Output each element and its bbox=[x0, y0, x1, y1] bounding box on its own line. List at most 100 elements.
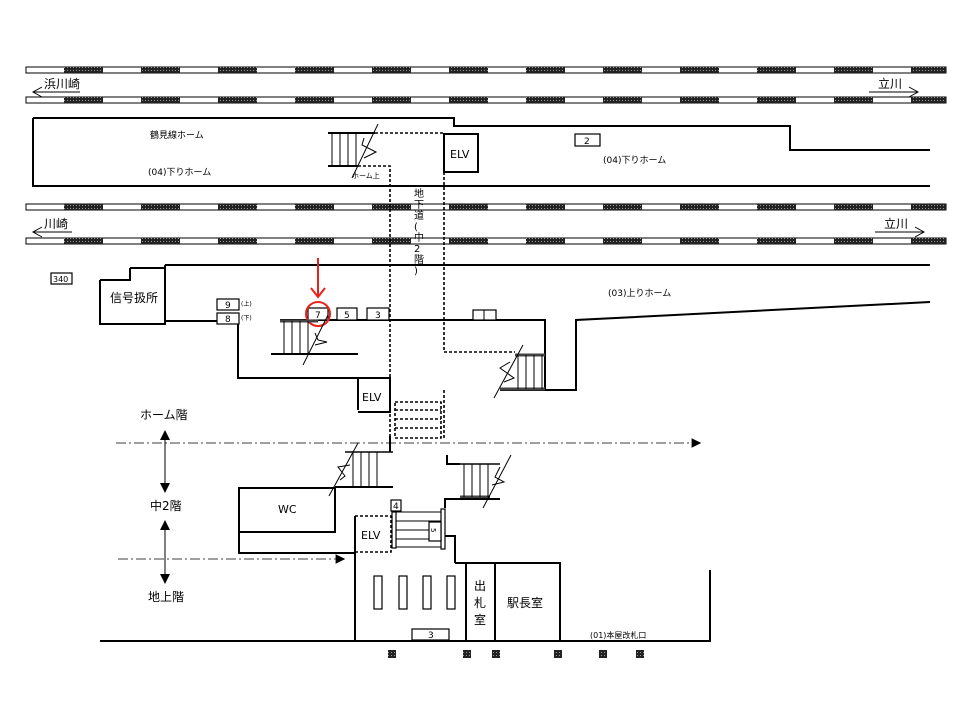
rail-tie-segment bbox=[141, 204, 180, 210]
number-box-2 bbox=[574, 133, 601, 147]
up-platform-03-label: (03)上りホーム bbox=[608, 288, 671, 299]
rail-tie-segment bbox=[757, 67, 796, 73]
rail-tie-segment bbox=[372, 67, 411, 73]
entrance-markers bbox=[388, 650, 644, 658]
stairs-mezzanine-left bbox=[328, 436, 393, 497]
number-box-4-label: 4 bbox=[393, 502, 399, 512]
underpass-left-wall bbox=[358, 165, 391, 436]
direction-label: 立川 bbox=[884, 216, 908, 231]
down-platform-04-label-right: (04)下りホーム bbox=[603, 155, 666, 166]
highlight-arrow-head bbox=[310, 287, 326, 299]
signal-cabin-label: 信号扱所 bbox=[110, 291, 158, 305]
entrance-marker bbox=[599, 650, 607, 658]
mezz-right-wall bbox=[445, 535, 456, 563]
wc-lower-wall bbox=[238, 532, 355, 554]
down-platform-04-label: (04)下りホーム bbox=[148, 167, 211, 178]
rail-tie-segment bbox=[372, 238, 411, 244]
rail-tie-segment bbox=[64, 67, 103, 73]
ticket-office-vertical-label: 出札室 bbox=[474, 579, 486, 627]
rail-tie-segment bbox=[911, 67, 946, 73]
number-box-5-small-label: 5 bbox=[429, 528, 437, 532]
rail-tie-segment bbox=[526, 238, 565, 244]
rail-tie-segment bbox=[218, 97, 257, 103]
rail-tie-segment bbox=[449, 204, 488, 210]
rail-tie-segment bbox=[757, 238, 796, 244]
wc-room bbox=[238, 487, 336, 533]
number-box-340 bbox=[50, 272, 73, 285]
number-box-4 bbox=[390, 499, 402, 512]
ground-floor-base bbox=[355, 570, 711, 642]
gate-label: (01)本屋改札口 bbox=[590, 630, 646, 640]
wc-label: WC bbox=[278, 503, 297, 516]
rail-tie-segment bbox=[295, 67, 334, 73]
station-master-label: 駅長室 bbox=[507, 595, 543, 610]
stair-note-label: ホーム上 bbox=[352, 171, 380, 180]
highlight-circle bbox=[305, 301, 331, 327]
number-box-3-bottom bbox=[411, 628, 450, 641]
rail-tie-segment bbox=[834, 67, 873, 73]
level-label-home: ホーム階 bbox=[140, 407, 188, 422]
rail-tie-segment bbox=[218, 204, 257, 210]
ticket-office-label: 出札室 bbox=[474, 579, 486, 627]
elevator-label: ELV bbox=[361, 529, 381, 542]
stairs-mezzanine-right bbox=[446, 454, 512, 509]
number-box-5-label: 5 bbox=[344, 311, 350, 321]
stairs-04-platform bbox=[328, 123, 379, 179]
platform-03-right-edge bbox=[500, 301, 931, 391]
number-box-9-label: 9 bbox=[225, 301, 231, 311]
rail-tie-segment bbox=[680, 97, 719, 103]
elevator-label: ELV bbox=[450, 148, 470, 161]
number-box-340-label: 340 bbox=[53, 275, 68, 284]
rail-tie-segment bbox=[680, 67, 719, 73]
rail-tie-segment bbox=[218, 67, 257, 73]
stairs-03-right bbox=[493, 344, 545, 399]
level-label-ground: 地上階 bbox=[148, 589, 184, 604]
rail-tie-segment bbox=[680, 204, 719, 210]
direction-label: 浜川崎 bbox=[44, 77, 80, 91]
rail-tie-segment bbox=[295, 204, 334, 210]
elevator-03 bbox=[358, 377, 391, 413]
rail-tie-segment bbox=[218, 238, 257, 244]
rail-tie-segment bbox=[834, 97, 873, 103]
rail-tie-segment bbox=[911, 97, 946, 103]
direction-top-left: 浜川崎 bbox=[31, 77, 80, 98]
stairs-03-left bbox=[271, 314, 358, 366]
rail-tie-segment bbox=[757, 97, 796, 103]
number-box-8 bbox=[216, 312, 240, 325]
rail-tie-segment bbox=[757, 204, 796, 210]
level-label-mezzanine: 中2階 bbox=[150, 498, 182, 513]
signal-cabin bbox=[99, 268, 166, 325]
rail-tie-segment bbox=[603, 238, 642, 244]
rail-tie-segment bbox=[295, 238, 334, 244]
rail-tie-segment bbox=[834, 238, 873, 244]
rail-tie-segment bbox=[295, 97, 334, 103]
number-box-5 bbox=[336, 307, 358, 321]
mezz-right-wall-top bbox=[444, 498, 500, 508]
number-box-7-label: 7 bbox=[315, 311, 321, 321]
rail-tie-segment bbox=[449, 67, 488, 73]
rail-tie-segment bbox=[141, 97, 180, 103]
rail-tie-segment bbox=[526, 204, 565, 210]
number-box-8-note: (下) bbox=[241, 315, 252, 322]
stairs-to-ground: 5 bbox=[391, 508, 446, 550]
number-box-3-label: 3 bbox=[375, 311, 381, 321]
number-box-3 bbox=[366, 307, 390, 321]
rail-tie-segment bbox=[911, 204, 946, 210]
rail-tie-segment bbox=[680, 238, 719, 244]
rail-tie-segment bbox=[372, 97, 411, 103]
platform-04-outline bbox=[32, 118, 930, 187]
entrance-marker bbox=[463, 650, 471, 658]
number-box-9-note: (上) bbox=[241, 300, 252, 308]
signal-roof bbox=[130, 265, 166, 269]
rail-tie-segment bbox=[603, 204, 642, 210]
platform-03-left-wall bbox=[165, 320, 359, 410]
rail-tie-segment bbox=[603, 97, 642, 103]
direction-mid-left: 川崎 bbox=[31, 217, 72, 238]
tsurumi-platform-label: 鶴見線ホーム bbox=[150, 129, 204, 141]
rail-tie-segment bbox=[449, 97, 488, 103]
direction-label: 川崎 bbox=[44, 217, 68, 231]
entrance-marker bbox=[636, 650, 644, 658]
